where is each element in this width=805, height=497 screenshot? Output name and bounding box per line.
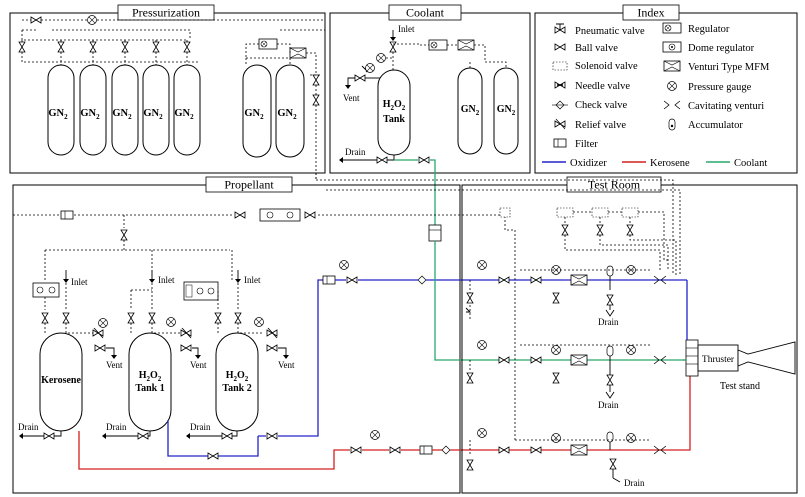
legend-needle-valve: Needle valve xyxy=(575,81,630,92)
svg-text:H2O2: H2O2 xyxy=(383,99,406,112)
svg-text:H2O2: H2O2 xyxy=(226,370,249,383)
section-title-index: Index xyxy=(637,6,664,20)
legend-coolant: Coolant xyxy=(734,158,767,169)
test-room-section: Test Room Drain xyxy=(315,173,798,494)
coolant-inlet-label: Inlet xyxy=(398,24,415,34)
tank2-vent-label: Vent xyxy=(278,360,295,370)
tank1-label: Tank 1 xyxy=(135,383,164,394)
kerosene-tank-label: Kerosene xyxy=(41,375,81,386)
thruster: Thruster Test stand xyxy=(685,339,796,392)
index-legend-section: Index Pneumatic valve Ball valve Solenoi… xyxy=(534,4,798,174)
test-stand-label: Test stand xyxy=(720,381,760,392)
legend-check-valve: Check valve xyxy=(575,100,628,111)
svg-text:GN2: GN2 xyxy=(277,108,297,121)
kerosene-drain-label: Drain xyxy=(18,422,39,432)
legend-relief-valve: Relief valve xyxy=(575,120,626,131)
legend-pressure-gauge: Pressure gauge xyxy=(688,82,752,93)
tank2-drain-label: Drain xyxy=(190,422,211,432)
legend-oxidizer: Oxidizer xyxy=(570,158,607,169)
coolant-drain-label: Drain xyxy=(345,147,366,157)
legend-pneumatic-valve: Pneumatic valve xyxy=(575,26,645,37)
svg-text:GN2: GN2 xyxy=(461,104,480,117)
thruster-label: Thruster xyxy=(702,355,735,365)
coolant-vent-label: Vent xyxy=(343,93,360,103)
svg-text:GN2: GN2 xyxy=(174,108,194,121)
svg-text:GN2: GN2 xyxy=(48,108,68,121)
legend-ball-valve: Ball valve xyxy=(575,43,618,54)
line-color-legend: Oxidizer Kerosene Coolant xyxy=(542,158,767,169)
tank1-vent-label: Vent xyxy=(190,360,207,370)
tank2-label: Tank 2 xyxy=(222,383,251,394)
kerosene-row-drain-label: Drain xyxy=(624,478,645,488)
legend-cavitating-venturi: Cavitating venturi xyxy=(688,101,764,112)
section-title-propellant: Propellant xyxy=(224,178,274,192)
propellant-section: Propellant Inlet Vent Kerosene Inlet xyxy=(12,176,691,494)
section-title-pressurization: Pressurization xyxy=(132,6,200,20)
section-title-test-room: Test Room xyxy=(588,178,641,192)
legend-solenoid-valve: Solenoid valve xyxy=(575,61,638,72)
gn2-bottle-bank-left: GN2 GN2 GN2 GN2 GN2 xyxy=(18,40,201,156)
svg-text:GN2: GN2 xyxy=(112,108,132,121)
svg-text:H2O2: H2O2 xyxy=(139,370,162,383)
legend-regulator: Regulator xyxy=(688,24,730,35)
coolant-row-drain-label: Drain xyxy=(598,400,619,410)
pressurization-section: Pressurization GN2 GN2 GN2 G xyxy=(9,4,326,180)
oxidizer-drain-label: Drain xyxy=(598,317,619,327)
svg-text:Tank: Tank xyxy=(383,114,405,125)
section-title-coolant: Coolant xyxy=(406,6,445,20)
gn2-bottle-bank-right: GN2 GN2 xyxy=(242,38,322,180)
tank2-inlet-label: Inlet xyxy=(244,275,261,285)
legend-kerosene: Kerosene xyxy=(650,158,690,169)
coolant-section: Coolant Inlet Vent H2O2 Tank GN2 GN2 Dra… xyxy=(329,4,531,225)
tank1-drain-label: Drain xyxy=(106,422,127,432)
legend-dome-regulator: Dome regulator xyxy=(688,43,755,54)
kerosene-vent-label: Vent xyxy=(106,360,123,370)
svg-text:GN2: GN2 xyxy=(143,108,163,121)
legend-venturi-mfm: Venturi Type MFM xyxy=(688,62,770,73)
kerosene-inlet-label: Inlet xyxy=(71,277,88,287)
svg-text:GN2: GN2 xyxy=(80,108,100,121)
legend-accumulator: Accumulator xyxy=(688,120,743,131)
tank1-inlet-label: Inlet xyxy=(158,275,175,285)
svg-text:GN2: GN2 xyxy=(244,108,264,121)
legend-filter: Filter xyxy=(575,139,598,150)
svg-text:GN2: GN2 xyxy=(497,104,516,117)
